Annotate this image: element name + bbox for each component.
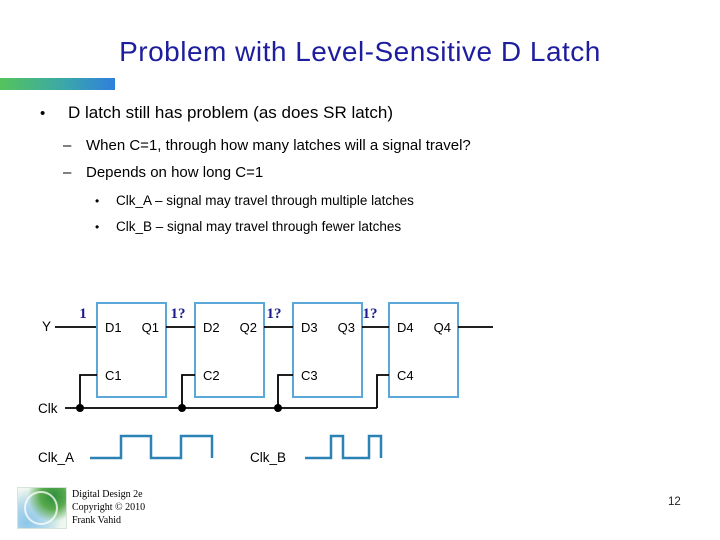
port-q3-label: Q3: [338, 320, 355, 335]
footer-credit-line1: Digital Design 2e: [72, 489, 143, 500]
bullet-text: Clk_B – signal may travel through fewer …: [116, 219, 402, 234]
waveform-clk-b-label: Clk_B: [250, 450, 286, 465]
publisher-globe-logo: [17, 487, 67, 529]
waveform-clk-a: [90, 434, 214, 460]
annotation-value-3: 1?: [267, 306, 282, 322]
slide-title: Problem with Level-Sensitive D Latch: [119, 36, 601, 67]
signal-y-label: Y: [42, 319, 51, 334]
bullet-level2-b: – Depends on how long C=1: [63, 164, 263, 181]
latch-box-3: [292, 302, 363, 398]
globe-ring: [24, 491, 58, 525]
bullet-text: Depends on how long C=1: [86, 164, 264, 181]
port-c1-label: C1: [105, 368, 122, 383]
annotation-value-1: 1: [79, 306, 87, 322]
annotation-value-2: 1?: [171, 306, 186, 322]
wire-clk-to-c3: [277, 374, 293, 408]
title-accent-bar: [0, 78, 115, 90]
bullet-marker: •: [40, 105, 46, 122]
port-d4-label: D4: [397, 320, 414, 335]
waveform-clk-a-label: Clk_A: [38, 450, 74, 465]
dash-marker: –: [63, 164, 72, 181]
waveform-clk-b: [305, 434, 383, 460]
bullet-marker: •: [95, 220, 100, 234]
port-q4-label: Q4: [434, 320, 451, 335]
wire-clk-to-c1: [79, 374, 97, 408]
bullet-text: Clk_A – signal may travel through multip…: [116, 193, 414, 208]
port-d1-label: D1: [105, 320, 122, 335]
port-c3-label: C3: [301, 368, 318, 383]
junction-dot-1: [76, 404, 84, 412]
bullet-text: D latch still has problem (as does SR la…: [68, 103, 394, 122]
latch-box-4: [388, 302, 459, 398]
wire-clk-to-c4: [376, 374, 389, 408]
latch-box-2: [194, 302, 265, 398]
port-d3-label: D3: [301, 320, 318, 335]
port-q2-label: Q2: [240, 320, 257, 335]
bullet-level1: • D latch still has problem (as does SR …: [40, 103, 393, 125]
annotation-value-4: 1?: [363, 306, 378, 322]
bullet-level3-a: • Clk_A – signal may travel through mult…: [95, 193, 414, 210]
signal-clk-label: Clk: [38, 401, 58, 416]
port-c4-label: C4: [397, 368, 414, 383]
junction-dot-2: [178, 404, 186, 412]
dash-marker: –: [63, 137, 72, 154]
footer-credit-line3: Frank Vahid: [72, 515, 121, 526]
footer-credit: Digital Design 2e Copyright © 2010 Frank…: [72, 488, 145, 527]
port-q1-label: Q1: [142, 320, 159, 335]
junction-dot-3: [274, 404, 282, 412]
footer-credit-line2: Copyright © 2010: [72, 502, 146, 513]
bullet-marker: •: [95, 194, 100, 208]
bullet-level2-a: – When C=1, through how many latches wil…: [63, 137, 471, 154]
latch-chain-diagram: Y D1 Q1 C1 D2 Q2 C2 D3 Q3 C3 D4 Q4 C4 1 …: [38, 302, 493, 465]
wire-clk-to-c2: [181, 374, 195, 408]
bullet-level3-b: • Clk_B – signal may travel through fewe…: [95, 219, 401, 236]
page-number: 12: [668, 496, 681, 508]
port-d2-label: D2: [203, 320, 220, 335]
port-c2-label: C2: [203, 368, 220, 383]
latch-box-1: [96, 302, 167, 398]
bullet-text: When C=1, through how many latches will …: [86, 137, 471, 154]
